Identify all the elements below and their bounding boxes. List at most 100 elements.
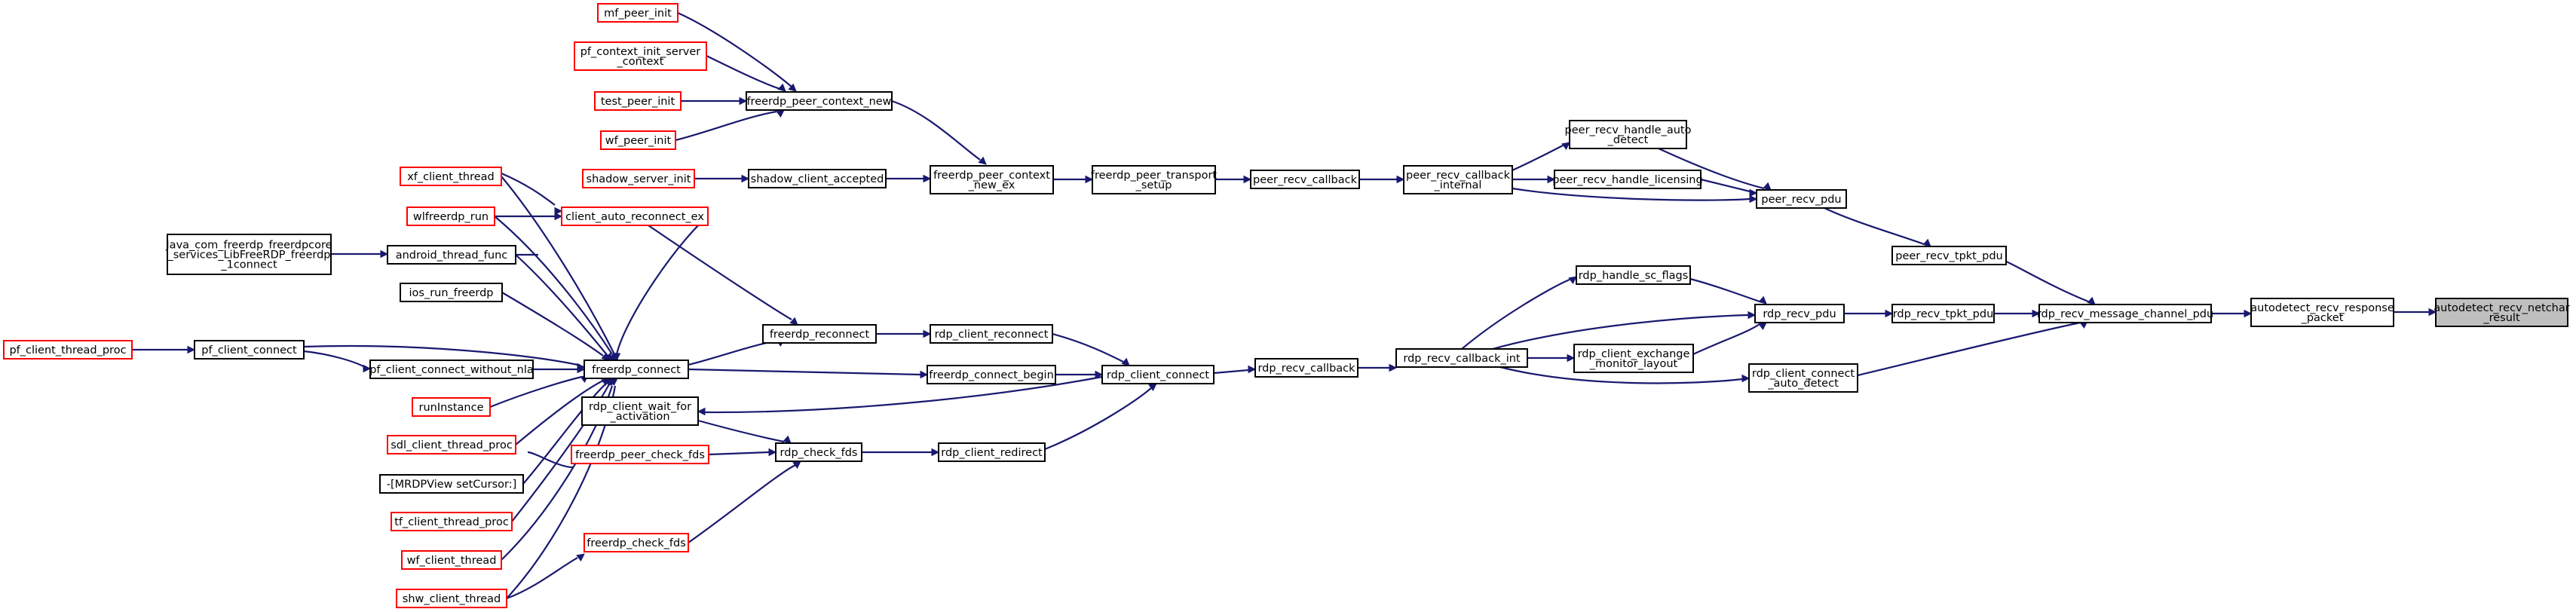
node-label: peer_recv_tpkt_pdu (1895, 250, 2002, 262)
node-java-connect[interactable]: Java_com_freerdp_freerdpcore_services_Li… (165, 234, 332, 275)
node-sdl-client-thread-proc[interactable]: sdl_client_thread_proc (387, 435, 516, 454)
node-label: rdp_client_wait_for (589, 401, 691, 413)
node-pf-client-thread-proc[interactable]: pf_client_thread_proc (3, 340, 133, 360)
node-peer-recv-tpkt-pdu[interactable]: peer_recv_tpkt_pdu (1891, 246, 2007, 265)
node-mf-peer-init[interactable]: mf_peer_init (597, 3, 678, 23)
node-tf-client-thread-proc[interactable]: tf_client_thread_proc (391, 512, 513, 531)
node-wf-client-thread[interactable]: wf_client_thread (401, 550, 502, 570)
node-freerdp-reconnect[interactable]: freerdp_reconnect (762, 324, 877, 344)
node-freerdp-check-fds[interactable]: freerdp_check_fds (584, 533, 689, 552)
node-rdp-client-connect[interactable]: rdp_client_connect (1101, 365, 1214, 384)
call-edge (1692, 322, 1767, 356)
call-edge (1512, 175, 1556, 184)
node-label: freerdp_peer_context (933, 170, 1050, 182)
node-peer-recv-callback[interactable]: peer_recv_callback (1250, 170, 1360, 189)
node-peer-recv-pdu[interactable]: peer_recv_pdu (1756, 189, 1847, 209)
node-mrdpview-setcursor[interactable]: -[MRDPView setCursor:] (379, 474, 524, 494)
node-box (1569, 120, 1687, 149)
node-peer-recv-callback-internal[interactable]: peer_recv_callback_internal (1403, 165, 1513, 194)
call-edge (675, 109, 785, 142)
node-freerdp-connect-begin[interactable]: freerdp_connect_begin (927, 365, 1056, 384)
node-label: _detect (1607, 134, 1649, 146)
node-box (1891, 246, 2007, 265)
node-box (1891, 304, 1995, 323)
node-pf-context-init-server-context[interactable]: pf_context_init_server_context (574, 41, 707, 71)
call-edge (1689, 277, 1767, 304)
node-box (406, 207, 495, 226)
node-label: freerdp_reconnect (770, 329, 870, 341)
node-rdp-recv-tpkt-pdu[interactable]: rdp_recv_tpkt_pdu (1891, 304, 1995, 323)
node-label: pf_client_connect_without_nla (369, 364, 534, 376)
node-box (775, 442, 862, 462)
node-peer-recv-handle-auto-detect[interactable]: peer_recv_handle_auto_detect (1565, 120, 1692, 149)
node-box (1756, 189, 1847, 209)
call-edge (501, 292, 610, 361)
node-runInstance[interactable]: runInstance (412, 397, 491, 417)
node-peer-recv-handle-licensing[interactable]: peer_recv_handle_licensing (1552, 170, 1703, 189)
call-edge (1995, 255, 2096, 305)
node-shadow-server-init[interactable]: shadow_server_init (582, 169, 695, 188)
node-label: peer_recv_callback (1406, 170, 1511, 182)
call-edge (1044, 383, 1157, 451)
node-label: ios_run_freerdp (409, 287, 494, 299)
node-rdp-client-redirect[interactable]: rdp_client_redirect (938, 442, 1046, 462)
node-label: freerdp_connect (592, 364, 681, 376)
node-box (597, 3, 678, 23)
call-edge (1700, 178, 1758, 197)
node-box (927, 365, 1056, 384)
node-freerdp-peer-context-new[interactable]: freerdp_peer_context_new (746, 91, 893, 111)
node-label: _auto_detect (1767, 378, 1839, 390)
node-rdp-recv-message-channel-pdu[interactable]: rdp_recv_message_channel_pdu (2037, 304, 2213, 323)
node-label: rdp_client_connect (1107, 369, 1210, 381)
node-shw-client-thread[interactable]: shw_client_thread (396, 589, 507, 608)
node-rdp-recv-pdu[interactable]: rdp_recv_pdu (1754, 304, 1845, 323)
call-edge (1512, 187, 1758, 203)
node-box (748, 169, 887, 188)
node-rdp-recv-callback[interactable]: rdp_recv_callback (1254, 358, 1358, 378)
node-rdp-client-reconnect[interactable]: rdp_client_reconnect (930, 324, 1053, 344)
node-wf-peer-init[interactable]: wf_peer_init (600, 130, 676, 150)
node-label: _packet (2301, 312, 2344, 324)
node-rdp-check-fds[interactable]: rdp_check_fds (775, 442, 862, 462)
node-rdp-recv-callback-int[interactable]: rdp_recv_callback_int (1395, 348, 1528, 368)
node-pf-client-connect[interactable]: pf_client_connect (194, 340, 305, 360)
node-label: android_thread_func (396, 249, 508, 262)
node-rdp-client-wait-for-activation[interactable]: rdp_client_wait_for_activation (581, 396, 699, 426)
call-edge (681, 96, 748, 106)
node-label: pf_client_connect (201, 344, 297, 356)
node-wlfreerdp-run[interactable]: wlfreerdp_run (406, 207, 495, 226)
node-label: freerdp_connect_begin (929, 369, 1054, 381)
node-rdp-handle-sc-flags[interactable]: rdp_handle_sc_flags (1576, 265, 1691, 285)
node-android-thread-func[interactable]: android_thread_func (387, 245, 516, 265)
node-freerdp-peer-transport-setup[interactable]: freerdp_peer_transport_setup (1091, 165, 1218, 194)
node-xf-client-thread[interactable]: xf_client_thread (400, 167, 502, 186)
node-label: wf_peer_init (605, 135, 672, 147)
call-edge (697, 375, 1103, 416)
call-edge (501, 176, 619, 361)
node-label: _1connect (220, 259, 277, 271)
node-shadow-client-accepted[interactable]: shadow_client_accepted (748, 169, 887, 188)
node-box (379, 474, 524, 494)
node-label: rdp_client_exchange (1578, 348, 1690, 360)
node-freerdp-peer-context-new-ex[interactable]: freerdp_peer_context_new_ex (930, 165, 1054, 194)
node-freerdp-peer-check-fds[interactable]: freerdp_peer_check_fds (571, 445, 709, 464)
node-box (3, 340, 133, 360)
call-edge (132, 345, 196, 354)
node-freerdp-connect[interactable]: freerdp_connect (584, 360, 689, 379)
call-edge (612, 216, 709, 362)
node-ios-run-freerdp[interactable]: ios_run_freerdp (400, 283, 503, 302)
call-edge (706, 55, 786, 92)
node-label: wlfreerdp_run (413, 211, 489, 223)
call-edge (522, 378, 613, 485)
node-label: _activation (609, 411, 669, 423)
node-box (594, 91, 682, 111)
node-label: Java_com_freerdp_freerdpcore (165, 240, 332, 252)
node-autodetect-recv-response-packet[interactable]: autodetect_recv_response_packet (2250, 298, 2394, 327)
call-edge (1658, 148, 1772, 191)
node-test-peer-init[interactable]: test_peer_init (594, 91, 682, 111)
call-edge (694, 174, 750, 183)
node-rdp-client-connect-auto-detect[interactable]: rdp_client_connect_auto_detect (1748, 363, 1858, 393)
node-rdp-client-exchange-monitor-layout[interactable]: rdp_client_exchange_monitor_layout (1573, 344, 1694, 373)
node-client-auto-reconnect-ex[interactable]: client_auto_reconnect_ex (561, 207, 709, 226)
node-pf-client-connect-without-nla[interactable]: pf_client_connect_without_nla (369, 360, 534, 379)
